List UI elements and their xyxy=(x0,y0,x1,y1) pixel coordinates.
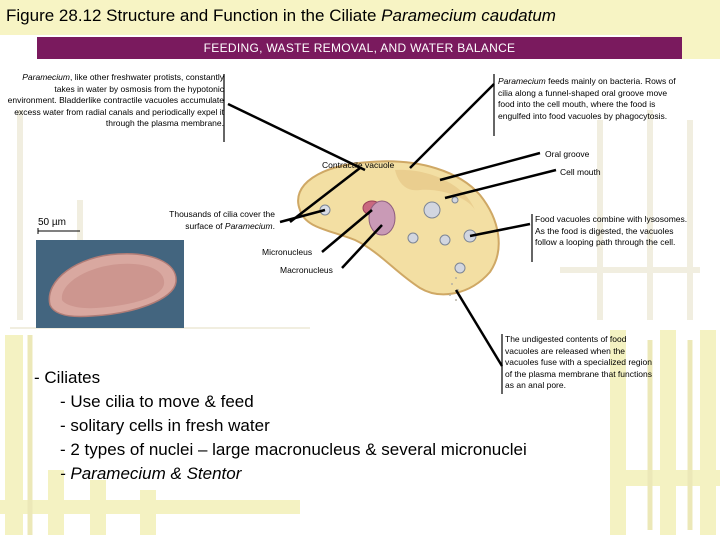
micrograph-photo xyxy=(36,240,184,328)
bullet-nuclei: - 2 types of nuclei – large macronucleus… xyxy=(60,440,527,459)
note-feeding-italic: Paramecium xyxy=(498,76,546,86)
scale-bar-label: 50 µm xyxy=(38,217,66,228)
label-oral-groove: Oral groove xyxy=(545,149,590,159)
bullet-examples: - Paramecium & Stentor xyxy=(60,464,242,483)
bullet-list: - Ciliates - Use cilia to move & feed - … xyxy=(34,366,527,486)
note-cilia: Thousands of cilia cover the surface of … xyxy=(140,209,275,232)
note-feeding: Paramecium feeds mainly on bacteria. Row… xyxy=(498,76,682,122)
note-cilia-end: . xyxy=(272,220,275,231)
note-water-balance: Paramecium, like other freshwater protis… xyxy=(6,72,224,130)
figure-title-italic: Paramecium caudatum xyxy=(381,6,556,25)
figure-title: Figure 28.12 Structure and Function in t… xyxy=(6,6,556,26)
note-water-balance-text: , like other freshwater protists, consta… xyxy=(7,72,224,128)
label-contractile-vacuole: Contractile vacuole xyxy=(322,160,395,170)
note-anal-pore: The undigested contents of food vacuoles… xyxy=(505,334,652,390)
note-feeding-text: feeds mainly on bacteria. Rows of cilia … xyxy=(498,76,676,121)
section-banner: FEEDING, WASTE REMOVAL, AND WATER BALANC… xyxy=(37,37,682,59)
scale-bar xyxy=(37,228,80,234)
note-food-vacuoles: Food vacuoles combine with lysosomes. As… xyxy=(535,214,688,247)
bullet-cilia: - Use cilia to move & feed xyxy=(60,392,254,411)
label-macronucleus: Macronucleus xyxy=(280,265,333,275)
note-cilia-text: Thousands of cilia cover the surface of xyxy=(169,209,275,231)
label-cell-mouth: Cell mouth xyxy=(560,167,601,177)
bullet-ciliates: - Ciliates xyxy=(34,368,101,387)
figure-title-main: Figure 28.12 Structure and Function in t… xyxy=(6,6,382,25)
bullet-solitary: - solitary cells in fresh water xyxy=(60,416,270,435)
label-micronucleus: Micronucleus xyxy=(262,247,313,257)
note-cilia-italic: Paramecium xyxy=(224,220,273,231)
note-water-balance-italic: Paramecium xyxy=(22,72,70,82)
